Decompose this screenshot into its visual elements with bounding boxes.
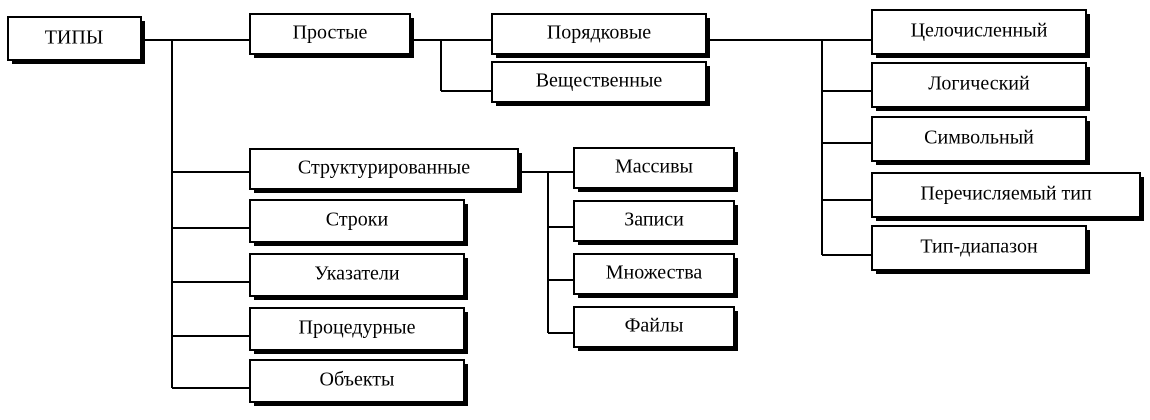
ordinal-child-label: Логический — [928, 73, 1030, 95]
ordinal-child-label: Символьный — [924, 127, 1034, 149]
pointers-label: Указатели — [314, 263, 400, 285]
objects-box: Объекты — [249, 359, 468, 406]
ordinal-child-label: Тип-диапазон — [920, 236, 1038, 258]
structured-child-label: Записи — [624, 209, 684, 231]
ordinal-child-box: Целочисленный — [871, 9, 1090, 58]
root-label: ТИПЫ — [45, 27, 104, 49]
simple-box: Простые — [249, 13, 414, 58]
ordinal-child-box: Перечисляемый тип — [871, 172, 1144, 221]
structured-child-box: Файлы — [573, 306, 738, 351]
pointers-box: Указатели — [249, 253, 468, 300]
procedural-box: Процедурные — [249, 307, 468, 354]
ordinal-child-label: Перечисляемый тип — [920, 183, 1092, 205]
ordinal-label: Порядковые — [547, 22, 651, 44]
ordinal-child-box: Логический — [871, 62, 1090, 111]
structured-child-box: Записи — [573, 200, 738, 245]
ordinal-child-box: Тип-диапазон — [871, 225, 1090, 274]
structured-label: Структурированные — [298, 157, 470, 179]
ordinal-child-label: Целочисленный — [911, 20, 1048, 42]
connector-lines — [142, 39, 872, 389]
structured-child-label: Массивы — [615, 156, 693, 178]
root-box: ТИПЫ — [7, 16, 145, 64]
real-label: Вещественные — [536, 70, 663, 92]
simple-label: Простые — [293, 22, 368, 44]
strings-label: Строки — [326, 209, 389, 231]
structured-child-box: Множества — [573, 253, 738, 298]
structured-child-label: Множества — [606, 262, 703, 284]
structured-child-label: Файлы — [625, 315, 684, 337]
objects-label: Объекты — [320, 369, 395, 391]
real-box: Вещественные — [491, 61, 710, 106]
structured-box: Структурированные — [249, 148, 522, 193]
strings-box: Строки — [249, 199, 468, 246]
ordinal-child-box: Символьный — [871, 116, 1090, 165]
ordinal-box: Порядковые — [491, 13, 710, 58]
procedural-label: Процедурные — [299, 317, 416, 339]
structured-child-box: Массивы — [573, 147, 738, 192]
